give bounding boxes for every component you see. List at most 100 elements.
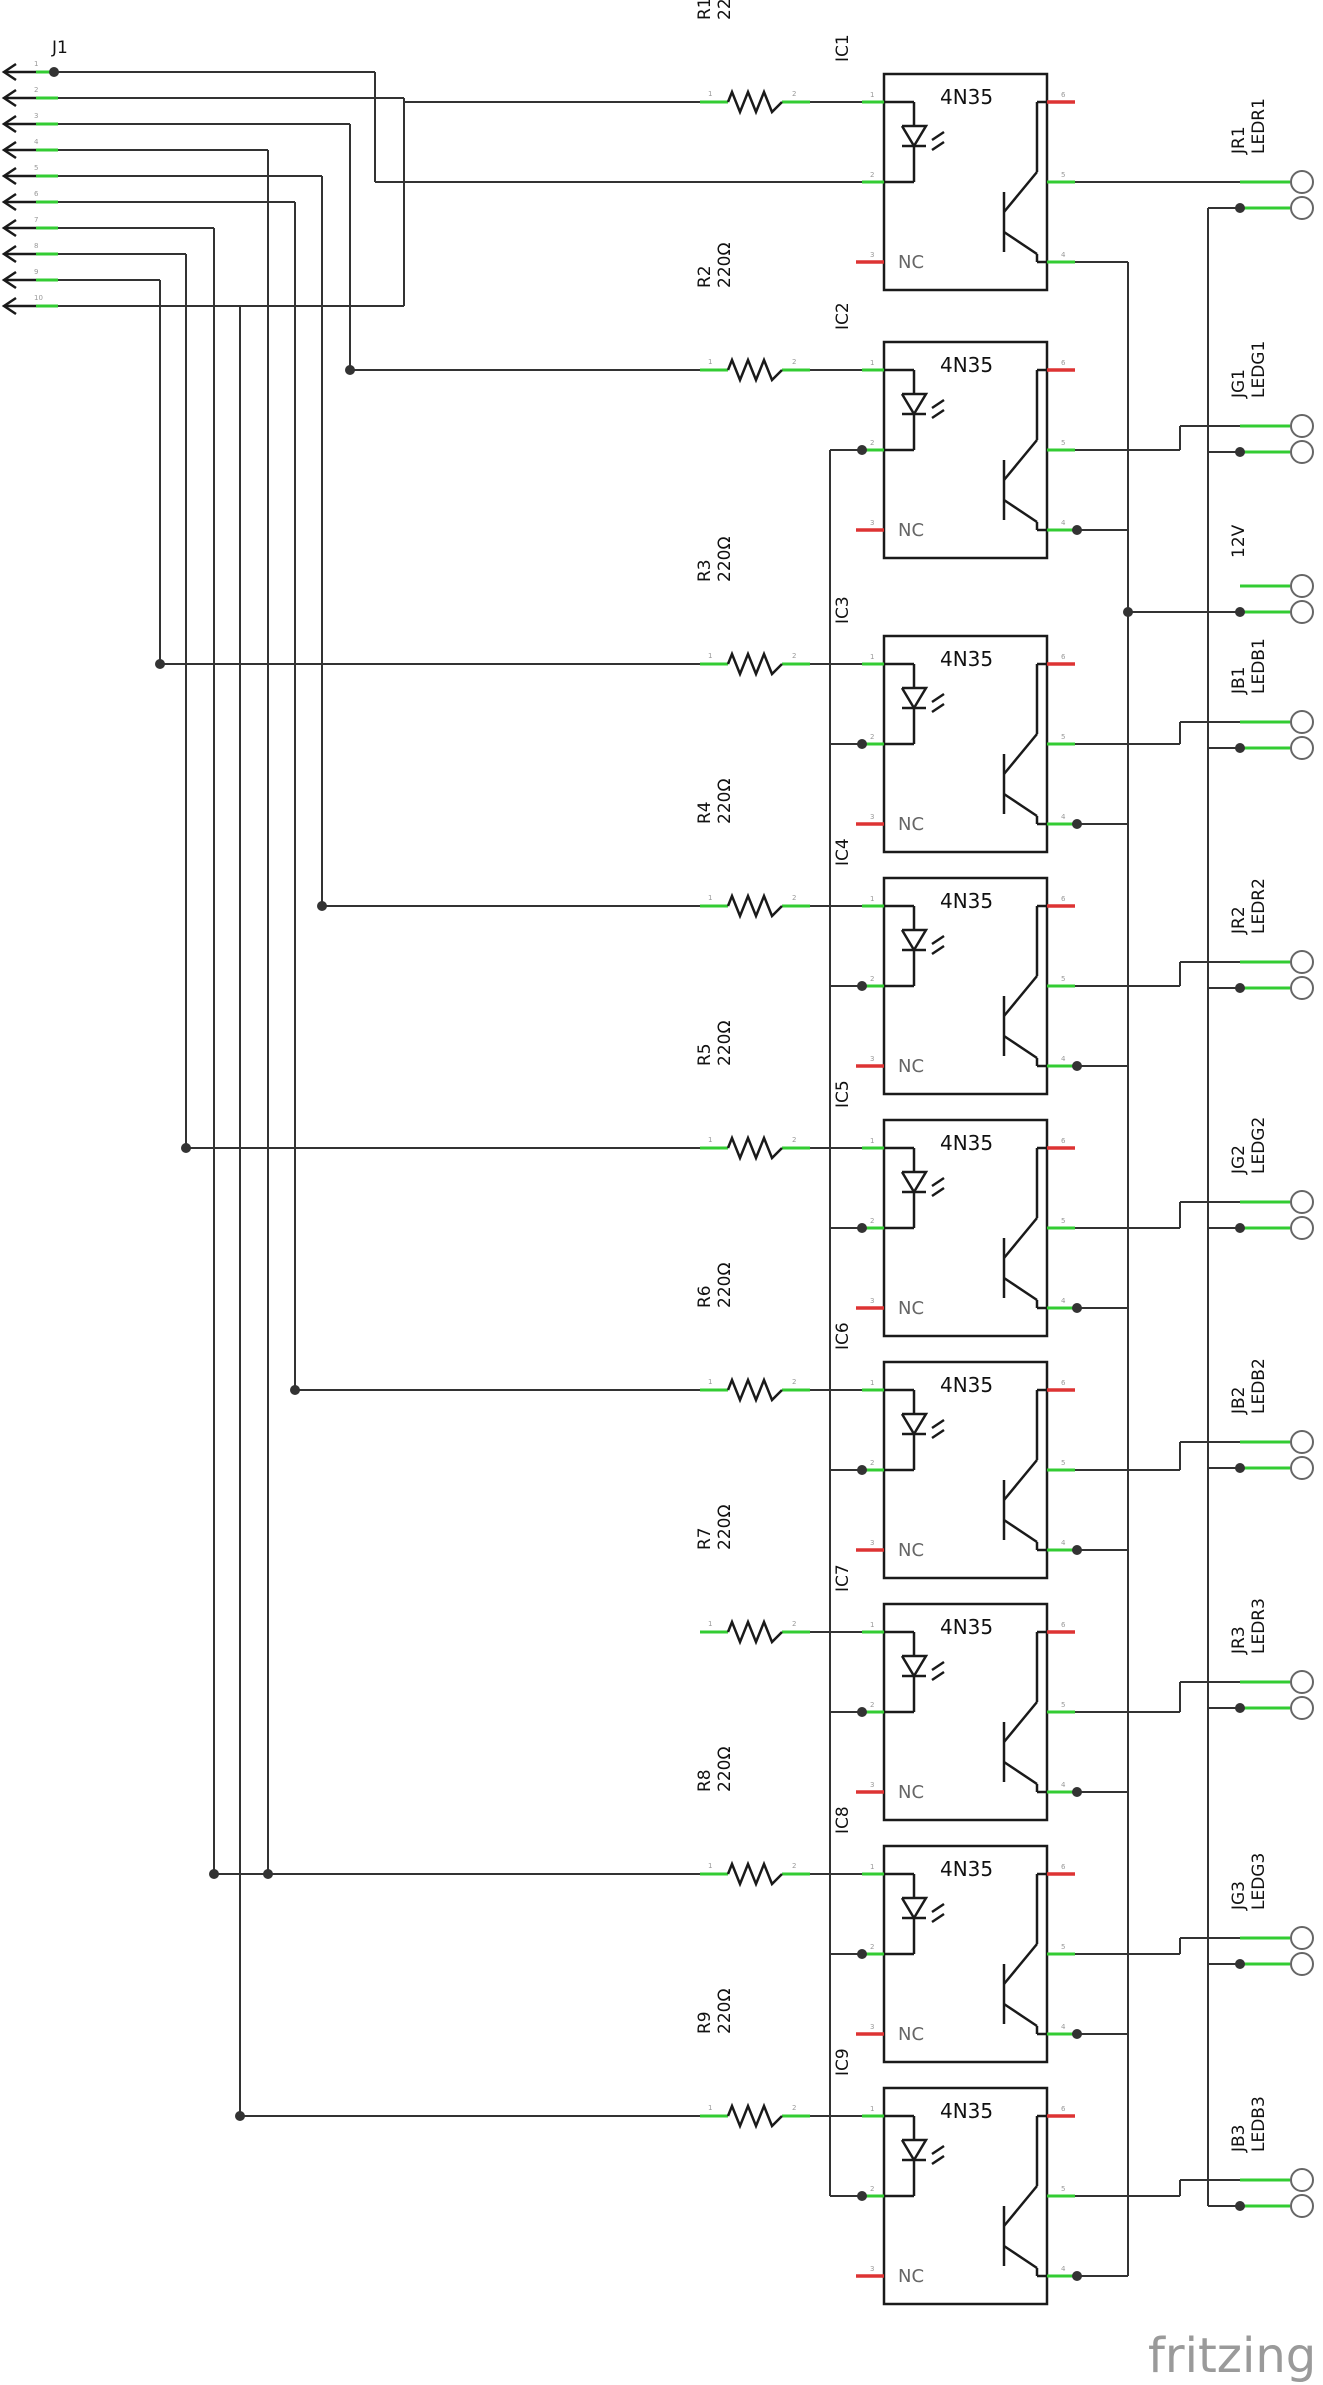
resistor-value: 220Ω (715, 1505, 735, 1550)
led-diode-triangle (900, 1412, 929, 1437)
jack-junction (1235, 2201, 1245, 2211)
route-junction (181, 1143, 191, 1153)
ic-pin-number: 2 (870, 733, 874, 741)
transistor-emitter (1003, 2244, 1038, 2270)
resistor-ref: R8 (695, 1769, 715, 1792)
light-arrow (931, 1428, 945, 1440)
jack-terminal (1290, 976, 1314, 1000)
jack-terminal (1290, 170, 1314, 194)
connector-pin-number: 8 (34, 242, 38, 250)
resistor-body (726, 892, 783, 920)
jack-terminal (1290, 1456, 1314, 1480)
resistor-pin-number: 1 (708, 652, 712, 660)
cathode-junction (857, 1465, 867, 1475)
ic-part-name: 4N35 (940, 889, 993, 913)
ic-nc-label: NC (898, 814, 924, 835)
ic-nc-label: NC (898, 1298, 924, 1319)
ic-pin-number: 2 (870, 1217, 874, 1225)
connector-pin-number: 5 (34, 164, 38, 172)
ic-part-name: 4N35 (940, 85, 993, 109)
jack-led-label: LEDB2 (1249, 1358, 1269, 1414)
cathode-junction (857, 2191, 867, 2201)
resistor-value: 220Ω (715, 1021, 735, 1066)
cathode-junction (857, 1223, 867, 1233)
light-arrow (931, 1418, 945, 1430)
resistor-value: 220Ω (715, 537, 735, 582)
emitter-junction (1072, 1787, 1082, 1797)
jack-ref: JR1 (1229, 126, 1249, 155)
jack-terminal (1290, 574, 1314, 598)
light-arrow (931, 140, 945, 152)
light-arrow (931, 692, 945, 704)
connector-pin-number: 7 (34, 216, 38, 224)
connector-pin-number: 6 (34, 190, 39, 198)
ic-pin-number: 5 (1061, 439, 1065, 447)
connector-pin-number: 10 (34, 294, 43, 302)
ic-nc-label: NC (898, 252, 924, 273)
ic-ref: IC5 (833, 1080, 853, 1108)
route-junction (317, 901, 327, 911)
resistor-pin-number: 2 (792, 1378, 796, 1386)
power-junction (1123, 607, 1133, 617)
transistor-collector (1003, 439, 1038, 481)
jack-terminal (1290, 1952, 1314, 1976)
led-diode-triangle (900, 686, 929, 711)
light-arrow (931, 702, 945, 714)
ic-pin-number: 3 (870, 2265, 874, 2273)
jack-terminal (1290, 1696, 1314, 1720)
resistor-value: 220Ω (715, 243, 735, 288)
ic-ref: IC1 (833, 34, 853, 62)
ic-pin-number: 3 (870, 1781, 874, 1789)
resistor-pin-number: 2 (792, 1862, 796, 1870)
resistor-pin-number: 1 (708, 358, 712, 366)
transistor-emitter (1003, 1276, 1038, 1302)
transistor-collector (1003, 1943, 1038, 1985)
transistor-emitter (1003, 230, 1038, 256)
transistor-collector (1003, 1701, 1038, 1743)
ic-pin-number: 1 (870, 895, 874, 903)
resistor-pin-number: 2 (792, 90, 796, 98)
ic-pin-number: 5 (1061, 2185, 1065, 2193)
ic-pin-number: 5 (1061, 1217, 1065, 1225)
ic-ref: IC9 (833, 2048, 853, 2076)
jack-terminal (1290, 2168, 1314, 2192)
jack-terminal (1290, 710, 1314, 734)
jack-led-label: LEDR3 (1249, 1598, 1269, 1654)
jack-junction (1235, 203, 1245, 213)
resistor-value: 220Ω (715, 1989, 735, 2034)
resistor-body (726, 1134, 783, 1162)
emitter-junction (1072, 2271, 1082, 2281)
ic-pin-number: 2 (870, 439, 874, 447)
resistor-body (726, 356, 783, 384)
jack-junction (1235, 1959, 1245, 1969)
ic-ref: IC3 (833, 596, 853, 624)
ic-pin-number: 5 (1061, 1943, 1065, 1951)
ic-pin-number: 4 (1061, 2023, 1066, 2031)
jack-junction (1235, 607, 1245, 617)
ic-pin-number: 1 (870, 1379, 874, 1387)
transistor-collector (1003, 1459, 1038, 1501)
light-arrow (931, 130, 945, 142)
resistor-body (726, 1860, 783, 1888)
resistor-pin-number: 2 (792, 894, 796, 902)
ic-pin-number: 6 (1061, 895, 1066, 903)
jack-led-label: LEDG1 (1249, 341, 1269, 398)
jack-led-label: LEDG2 (1249, 1117, 1269, 1174)
route-junction (290, 1385, 300, 1395)
jack-ref: JB3 (1229, 2125, 1249, 2154)
resistor-ref: R1 (695, 0, 715, 20)
jack-terminal (1290, 600, 1314, 624)
resistor-pin-number: 1 (708, 894, 712, 902)
ic-pin-number: 1 (870, 653, 874, 661)
transistor-emitter (1003, 2002, 1038, 2028)
led-diode-triangle (900, 1654, 929, 1679)
labels-layer: J112345678910R1220Ω12IC14N35NC123654R222… (34, 0, 1269, 2287)
jack-junction (1235, 983, 1245, 993)
resistor-body (726, 2102, 783, 2130)
led-diode-triangle (900, 1170, 929, 1195)
j1-pin1-junction (49, 67, 59, 77)
ic-pin-number: 6 (1061, 1137, 1066, 1145)
light-arrow (931, 1176, 945, 1188)
resistor-body (726, 88, 783, 116)
light-arrow (931, 1186, 945, 1198)
